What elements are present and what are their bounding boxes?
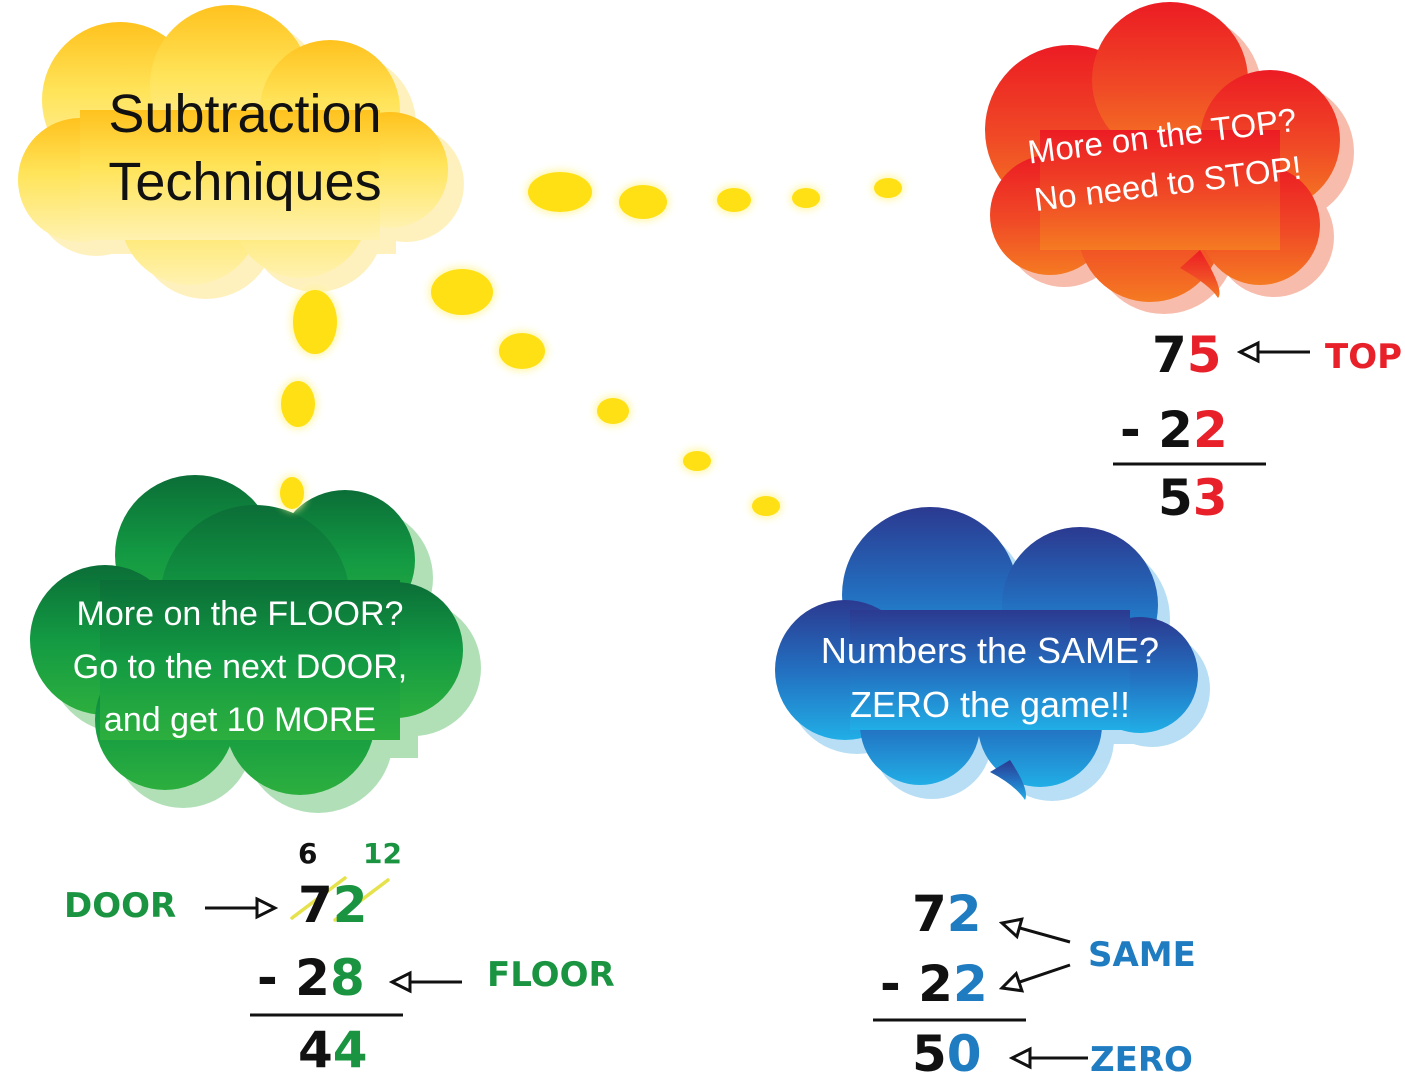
floor-cloud-text: More on the FLOOR? Go to the next DOOR, … (30, 588, 450, 747)
dot (752, 496, 780, 516)
title-line-2: Techniques (108, 152, 382, 212)
same-example-subtrahend: - 22 (880, 956, 988, 1012)
dot (280, 477, 304, 509)
dot (528, 172, 592, 212)
floor-example-minuend: 72 (298, 877, 368, 933)
regroup-strikes (290, 876, 390, 922)
page-title: Subtraction Techniques (60, 80, 430, 216)
floor-subtrahend-tens: 2 (295, 949, 330, 1007)
floor-cloud-line-1: More on the FLOOR? (76, 595, 404, 633)
same-minuend-ones: 2 (946, 885, 982, 943)
same-result-ones: 0 (946, 1025, 982, 1083)
top-subtrahend-ones: 2 (1192, 401, 1228, 459)
floor-cloud (30, 475, 481, 813)
floor-regroup-tens: 6 (298, 837, 318, 870)
zero-label: ZERO (1090, 1040, 1193, 1080)
dot-trail (278, 170, 904, 518)
same-arrow-top (1002, 923, 1071, 944)
floor-subtrahend-ones: 8 (329, 949, 365, 1007)
dot (597, 398, 629, 424)
floor-cloud-line-3: and get 10 MORE (103, 701, 377, 739)
top-minuend-tens: 7 (1152, 326, 1187, 384)
same-example-minuend: 72 (912, 886, 982, 942)
floor-result-ones: 4 (332, 1021, 368, 1079)
top-label: TOP (1325, 337, 1403, 377)
top-minus-sign: - (1120, 401, 1159, 459)
floor-regroup-ones: 12 (363, 837, 402, 870)
top-example-result: 53 (1158, 470, 1228, 526)
top-example-minuend: 75 (1152, 327, 1222, 383)
same-result-tens: 5 (912, 1025, 947, 1083)
same-minus-sign: - (880, 955, 919, 1013)
top-example-subtrahend: - 22 (1120, 402, 1228, 458)
dot (281, 381, 315, 427)
dot (874, 178, 902, 198)
strike-tens (290, 876, 347, 920)
top-cloud (985, 2, 1354, 314)
floor-minus-sign: - (257, 949, 296, 1007)
same-cloud (775, 507, 1210, 801)
floor-label: FLOOR (487, 955, 615, 995)
floor-result-tens: 4 (298, 1021, 333, 1079)
door-label: DOOR (64, 886, 177, 926)
same-subtrahend-ones: 2 (952, 955, 988, 1013)
same-arrow-bottom (1002, 963, 1071, 988)
dot (792, 188, 820, 208)
floor-example-result: 44 (298, 1022, 368, 1078)
top-result-ones: 3 (1192, 469, 1228, 527)
same-cloud-line-2: ZERO the game!! (849, 684, 1131, 725)
dot (683, 451, 711, 471)
dot (499, 333, 545, 369)
same-example-result: 50 (912, 1026, 982, 1082)
same-minuend-tens: 7 (912, 885, 947, 943)
title-cloud (18, 5, 464, 299)
same-cloud-text: Numbers the SAME? ZERO the game!! (780, 624, 1200, 732)
dot (293, 290, 337, 354)
top-result-tens: 5 (1158, 469, 1193, 527)
floor-cloud-line-2: Go to the next DOOR, (72, 648, 408, 686)
floor-example-subtrahend: - 28 (257, 950, 365, 1006)
floor-minuend-tens: 7 (298, 876, 333, 934)
same-subtrahend-tens: 2 (918, 955, 953, 1013)
same-label: SAME (1088, 935, 1196, 975)
top-minuend-ones: 5 (1186, 326, 1222, 384)
dot (717, 188, 751, 212)
dot (431, 269, 493, 315)
floor-minuend-ones: 2 (332, 876, 368, 934)
dot (619, 185, 667, 219)
same-cloud-line-1: Numbers the SAME? (820, 630, 1160, 671)
title-line-1: Subtraction (108, 84, 382, 144)
top-subtrahend-tens: 2 (1158, 401, 1193, 459)
strike-ones (333, 878, 390, 922)
